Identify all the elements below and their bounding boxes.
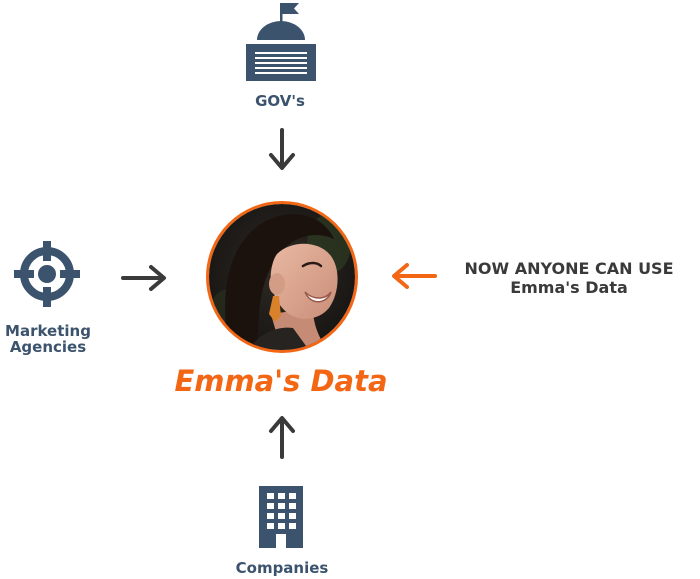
- marketing-label-line2: Agencies: [9, 338, 87, 356]
- arrow-down-icon: [269, 128, 295, 170]
- crosshair-target-icon: [14, 241, 80, 307]
- arrow-left-icon: [392, 263, 437, 289]
- marketing-agencies-label: Marketing Agencies: [0, 323, 96, 355]
- callout-line2: Emma's Data: [510, 278, 628, 297]
- center-data-label: Emma's Data: [174, 364, 388, 398]
- office-building-icon: [259, 486, 303, 548]
- arrow-up-icon: [269, 416, 295, 459]
- portrait-illustration: [209, 204, 355, 350]
- callout-text: NOW ANYONE CAN USE Emma's Data: [438, 259, 700, 297]
- callout-line1: NOW ANYONE CAN USE: [464, 259, 674, 278]
- arrow-right-icon: [121, 265, 166, 291]
- portrait-photo: [206, 201, 358, 353]
- companies-label: Companies: [235, 559, 329, 577]
- gov-label: GOV's: [255, 92, 305, 110]
- marketing-label-line1: Marketing: [5, 322, 91, 340]
- government-building-icon: [246, 3, 316, 81]
